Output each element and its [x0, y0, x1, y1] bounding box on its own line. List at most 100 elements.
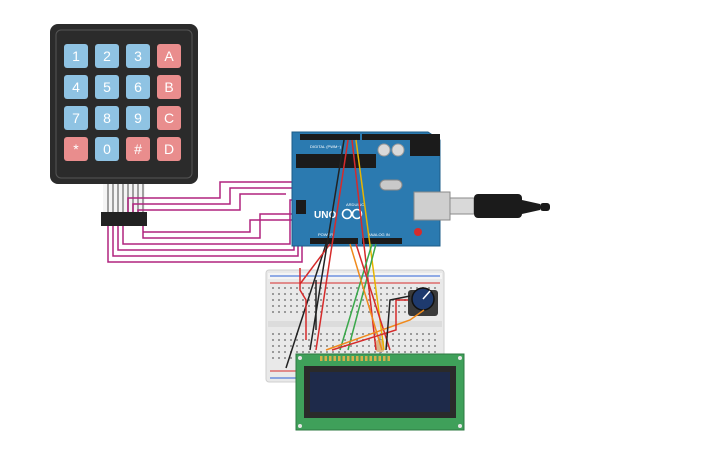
keypad-key-label: 8: [103, 110, 111, 126]
breadboard-hole: [350, 287, 352, 289]
analog-header-label: ANALOG IN: [368, 232, 390, 237]
breadboard-hole: [344, 311, 346, 313]
breadboard-hole: [392, 351, 394, 353]
breadboard-hole: [320, 293, 322, 295]
breadboard-hole: [332, 333, 334, 335]
breadboard-hole: [284, 305, 286, 307]
breadboard-hole: [398, 339, 400, 341]
breadboard-hole: [296, 305, 298, 307]
breadboard-hole: [344, 305, 346, 307]
breadboard-hole: [404, 287, 406, 289]
breadboard-hole: [410, 287, 412, 289]
breadboard-hole: [278, 293, 280, 295]
breadboard-hole: [272, 333, 274, 335]
breadboard-hole: [404, 351, 406, 353]
breadboard-hole: [350, 333, 352, 335]
breadboard-hole: [272, 357, 274, 359]
breadboard-hole: [296, 339, 298, 341]
lcd-pin: [356, 356, 359, 361]
breadboard-hole: [344, 299, 346, 301]
potentiometer: [408, 287, 438, 316]
breadboard-hole: [362, 311, 364, 313]
breadboard-hole: [392, 311, 394, 313]
breadboard-hole: [374, 333, 376, 335]
breadboard-hole: [404, 305, 406, 307]
lcd-pin: [374, 356, 377, 361]
breadboard-hole: [374, 311, 376, 313]
breadboard-hole: [398, 287, 400, 289]
keypad-key-label: 5: [103, 79, 111, 95]
breadboard-hole: [374, 299, 376, 301]
infinity-logo-icon: [341, 208, 363, 220]
breadboard-hole: [290, 311, 292, 313]
breadboard-hole: [290, 357, 292, 359]
breadboard-hole: [350, 351, 352, 353]
digital-header-label: DIGITAL (PWM~): [310, 144, 342, 149]
breadboard-hole: [434, 333, 436, 335]
breadboard-hole: [326, 333, 328, 335]
keypad-key-label: #: [134, 141, 142, 157]
breadboard-hole: [284, 293, 286, 295]
breadboard-hole: [398, 311, 400, 313]
keypad-key-label: C: [164, 110, 174, 126]
breadboard-hole: [434, 339, 436, 341]
keypad-key: [95, 106, 119, 130]
arduino-logo-text: UNO: [314, 210, 336, 221]
breadboard-hole: [404, 333, 406, 335]
breadboard-hole: [368, 351, 370, 353]
breadboard-hole: [326, 351, 328, 353]
breadboard-hole: [368, 311, 370, 313]
breadboard-hole: [410, 345, 412, 347]
breadboard-hole: [410, 339, 412, 341]
keypad-header-connector: [101, 212, 147, 226]
breadboard-hole: [314, 305, 316, 307]
breadboard-hole: [284, 357, 286, 359]
breadboard-hole: [374, 305, 376, 307]
breadboard-hole: [428, 345, 430, 347]
usb-port: [413, 191, 451, 221]
breadboard-hole: [338, 299, 340, 301]
breadboard-hole: [314, 299, 316, 301]
keypad-key-label: *: [73, 141, 79, 157]
breadboard-hole: [398, 305, 400, 307]
keypad-key-label: 0: [103, 141, 111, 157]
keypad-key: [95, 44, 119, 68]
breadboard-hole: [326, 287, 328, 289]
keypad-key-label: 2: [103, 48, 111, 64]
lcd-pin: [333, 356, 336, 361]
lcd-pin: [351, 356, 354, 361]
breadboard-hole: [284, 311, 286, 313]
breadboard-hole: [356, 333, 358, 335]
breadboard-hole: [302, 305, 304, 307]
breadboard-hole: [368, 339, 370, 341]
breadboard-hole: [320, 287, 322, 289]
breadboard-hole: [278, 339, 280, 341]
lcd-pin: [360, 356, 363, 361]
breadboard-hole: [278, 351, 280, 353]
breadboard-hole: [272, 345, 274, 347]
breadboard-hole: [278, 345, 280, 347]
breadboard-hole: [338, 311, 340, 313]
keypad-key: [64, 44, 88, 68]
breadboard-hole: [314, 311, 316, 313]
breadboard-hole: [404, 293, 406, 295]
breadboard-hole: [290, 293, 292, 295]
breadboard-hole: [314, 287, 316, 289]
breadboard-hole: [296, 345, 298, 347]
breadboard-hole: [296, 299, 298, 301]
breadboard-hole: [416, 345, 418, 347]
breadboard-hole: [278, 299, 280, 301]
breadboard-hole: [296, 293, 298, 295]
keypad-key: [157, 44, 181, 68]
breadboard-hole: [314, 345, 316, 347]
breadboard-hole: [308, 339, 310, 341]
breadboard-hole: [314, 333, 316, 335]
breadboard-hole: [434, 287, 436, 289]
keypad-key-label: 7: [72, 110, 80, 126]
breadboard-hole: [296, 311, 298, 313]
breadboard-hole: [278, 287, 280, 289]
lcd-pin: [329, 356, 332, 361]
breadboard-hole: [380, 311, 382, 313]
breadboard-hole: [356, 351, 358, 353]
